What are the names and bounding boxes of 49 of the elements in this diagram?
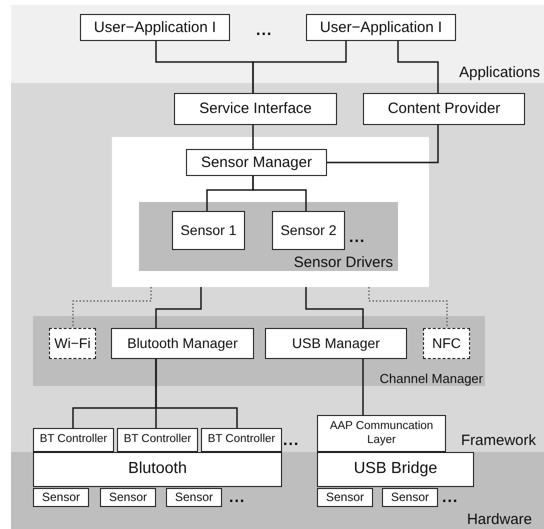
ellipsis-mark: ... (256, 22, 272, 40)
component-box: Sensor 1 (172, 211, 245, 250)
component-box: Sensor (317, 488, 373, 507)
connector-line (327, 125, 439, 164)
component-box: BT Controller (117, 428, 198, 452)
component-box: Service Interface (174, 93, 337, 125)
layer-label: Framework (460, 432, 536, 449)
component-box: Sensor (33, 488, 89, 507)
ellipsis-mark: ... (229, 489, 246, 507)
connector-line (155, 359, 238, 428)
connector-line (252, 176, 307, 211)
layer-band (11, 452, 544, 529)
component-box: Sensor (100, 488, 156, 507)
component-box: BT Controller (201, 428, 282, 452)
layer-label: Hardware (466, 512, 532, 528)
component-box: User−Application I (306, 14, 456, 41)
component-box: USB Manager (265, 328, 407, 359)
layer-band (33, 316, 485, 386)
dotted-connector (368, 287, 448, 328)
component-box: Blutooth (33, 452, 282, 487)
component-box: Wi−Fi (49, 328, 96, 359)
layer-label: Applications (459, 64, 540, 81)
component-box: User−Application I (80, 14, 230, 41)
component-box: Sensor 2 (272, 211, 345, 250)
dotted-connector (72, 287, 152, 328)
layer-band (11, 83, 544, 452)
component-box: Sensor (166, 488, 222, 507)
connector-line (155, 287, 202, 328)
layer-band (139, 202, 398, 271)
panel-background (112, 137, 429, 287)
ellipsis-mark: ... (283, 432, 300, 450)
component-box: AAP Communcation Layer (317, 415, 446, 452)
component-box: Blutooth Manager (111, 328, 254, 359)
connector-line (252, 41, 347, 93)
component-box: Sensor Manager (186, 149, 327, 176)
connector-line (362, 359, 364, 415)
layer-label: Channel Manager (380, 372, 483, 386)
layer-label: Sensor Drivers (294, 254, 393, 271)
component-box: Content Provider (363, 93, 525, 125)
ellipsis-mark: ... (442, 489, 458, 507)
component-box: USB Bridge (317, 452, 474, 487)
layer-band (11, 5, 544, 83)
connector-line (397, 41, 439, 93)
component-box: NFC (423, 328, 470, 359)
connector-line (305, 287, 364, 328)
connector-line (252, 125, 254, 149)
component-box: BT Controller (33, 428, 114, 452)
ellipsis-mark: ... (349, 229, 366, 247)
component-box: Sensor (382, 488, 438, 507)
